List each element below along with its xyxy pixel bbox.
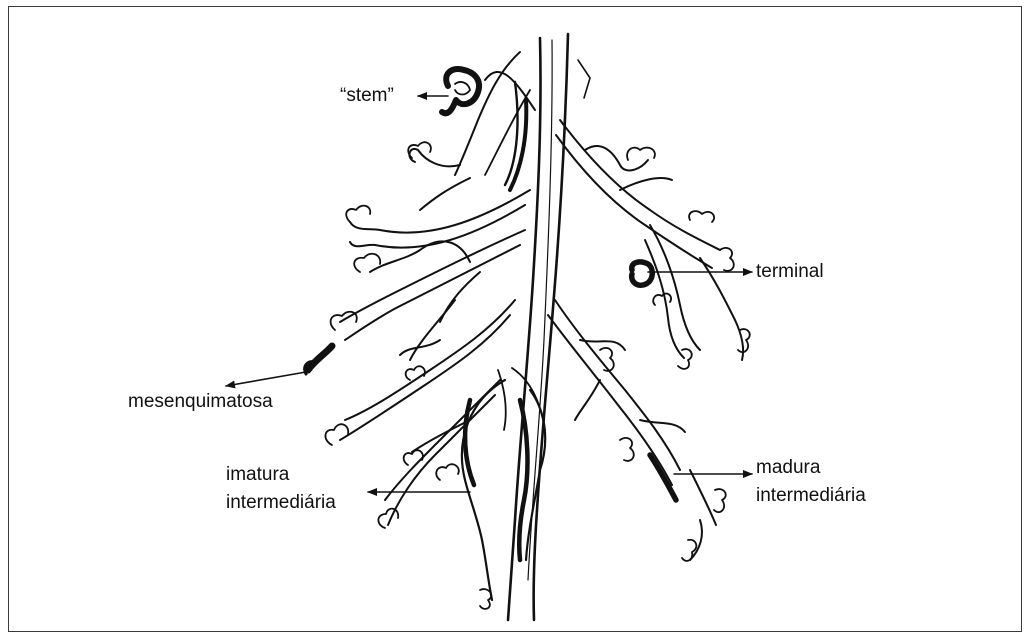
label-stem: “stem” (340, 84, 394, 108)
arrow-mesenquimatosa (226, 372, 306, 386)
leader-arrows (226, 96, 752, 492)
label-madura-line1: madura (756, 454, 866, 482)
label-madura-line2: intermediária (756, 482, 866, 510)
label-madura-intermediaria: madura intermediária (756, 454, 866, 510)
label-imatura-line2: intermediária (226, 489, 336, 517)
terminal-knob (632, 262, 653, 285)
mesenchymal-segment (308, 346, 332, 370)
label-mesenquimatosa: mesenquimatosa (128, 390, 273, 414)
lower-center-lobes (462, 368, 545, 600)
label-stem-text: “stem” (340, 85, 394, 106)
label-terminal-text: terminal (756, 261, 824, 282)
label-imatura-intermediaria: imatura intermediária (226, 461, 336, 517)
label-imatura-line1: imatura (226, 461, 336, 489)
mature-intermediate-segment (650, 455, 676, 500)
label-terminal: terminal (756, 260, 824, 284)
left-branches (340, 149, 530, 525)
right-branches (548, 120, 743, 560)
stem-blob (442, 69, 479, 113)
label-mesenquimatosa-text: mesenquimatosa (128, 391, 273, 412)
